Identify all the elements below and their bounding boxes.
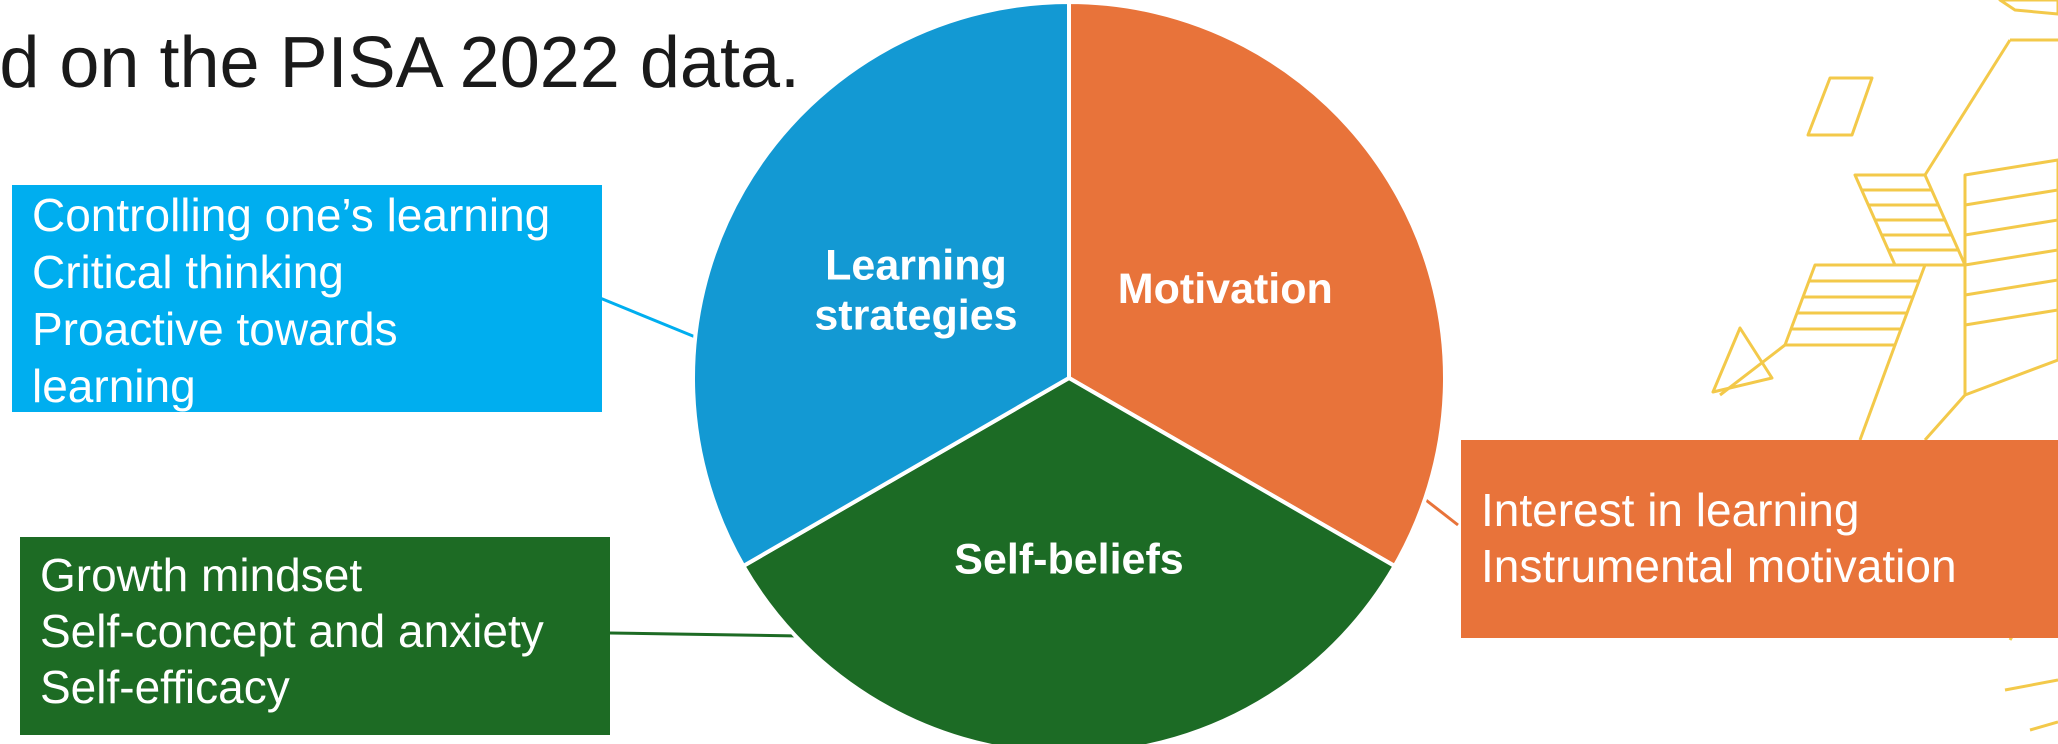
motivation-item: Instrumental motivation bbox=[1481, 540, 1957, 592]
strategies-item: learning bbox=[32, 360, 196, 412]
pie-slice-self-beliefs bbox=[740, 375, 1398, 744]
strategies-item: Controlling one’s learning bbox=[32, 189, 551, 241]
selfbeliefs-item: Self-efficacy bbox=[40, 661, 290, 713]
selfbeliefs-item: Growth mindset bbox=[40, 549, 363, 601]
connector-motivation bbox=[1421, 495, 1459, 527]
connector-self-beliefs bbox=[609, 631, 801, 638]
selfbeliefs-item: Self-concept and anxiety bbox=[40, 605, 544, 657]
heading-text: d on the PISA 2022 data. bbox=[0, 23, 800, 103]
pie-label-motivation: Motivation bbox=[1118, 265, 1333, 313]
learning-strategies-box: Controlling one’s learning Critical thin… bbox=[12, 185, 602, 412]
strategies-item: Critical thinking bbox=[32, 246, 344, 298]
connector-learning-strategies bbox=[599, 296, 711, 345]
slide-heading: d on the PISA 2022 data. bbox=[0, 18, 820, 108]
pie-slice-learning-strategies bbox=[691, 0, 1071, 569]
self-beliefs-box: Growth mindset Self-concept and anxiety … bbox=[20, 537, 610, 735]
pie-label-self-beliefs: Self-beliefs bbox=[954, 535, 1183, 583]
strategies-item: Proactive towards bbox=[32, 303, 398, 355]
motivation-item: Interest in learning bbox=[1481, 484, 1860, 536]
motivation-box: Interest in learning Instrumental motiva… bbox=[1461, 440, 2058, 638]
pie-slice-motivation bbox=[1067, 0, 1447, 569]
